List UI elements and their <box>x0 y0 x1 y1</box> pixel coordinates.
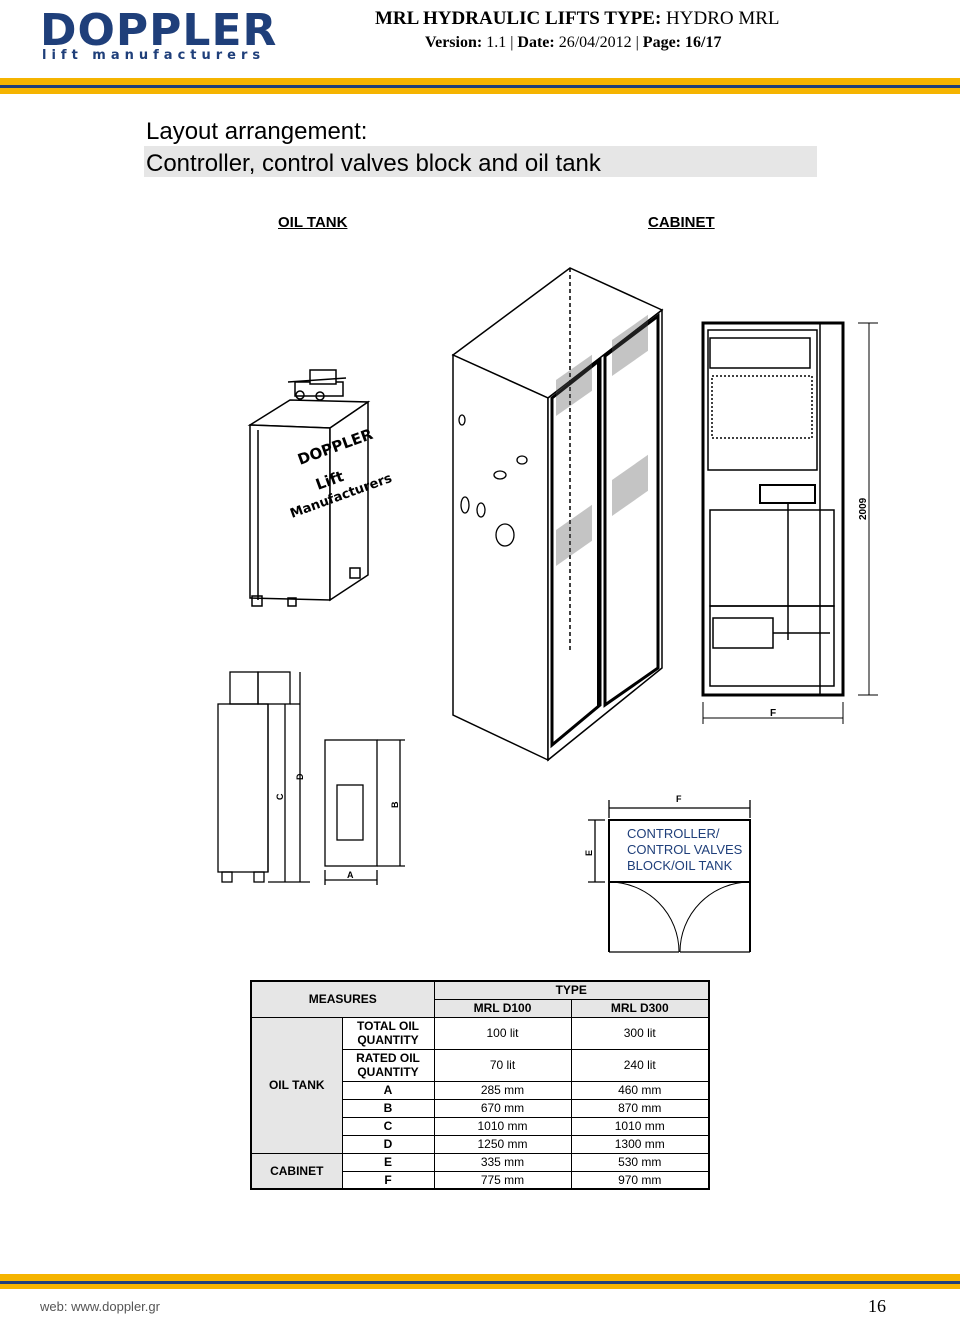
cell-d300: 970 mm <box>570 1170 710 1190</box>
document-title: MRL HYDRAULIC LIFTS TYPE: HYDRO MRL <box>375 8 780 30</box>
logo: DOPPLER <box>40 6 277 56</box>
row-label: F <box>341 1170 435 1190</box>
cell-d300: 300 lit <box>570 1016 710 1050</box>
measures-table: MEASURES TYPE MRL D100 MRL D300 OIL TANK… <box>250 980 710 1190</box>
cell-d100: 670 mm <box>433 1098 572 1118</box>
cell-d300: 530 mm <box>570 1152 710 1172</box>
cell-d300: 1010 mm <box>570 1116 710 1136</box>
row-label: D <box>341 1134 435 1154</box>
title-highlight <box>144 146 817 177</box>
doc-title-value: HYDRO MRL <box>666 8 780 29</box>
row-label: E <box>341 1152 435 1172</box>
table-row: RATED OIL QUANTITY 70 lit 240 lit <box>251 1048 710 1082</box>
dim-f-label-front: F <box>770 708 776 719</box>
cabinet-height-label: 2009 <box>858 497 869 520</box>
table-row: CABINET E 335 mm 530 mm <box>250 1152 710 1190</box>
doc-title-label: MRL HYDRAULIC LIFTS TYPE: <box>375 8 662 29</box>
page-number: 16 <box>868 1296 886 1316</box>
cell-d100: 70 lit <box>433 1048 572 1082</box>
logo-text: DOPPLER <box>40 5 278 56</box>
dim-c-label: C <box>275 793 285 800</box>
cabinet-grilles <box>556 314 648 566</box>
col-header-d100: MRL D100 <box>433 998 572 1018</box>
row-label: C <box>341 1116 435 1136</box>
dim-f-label-plan: F <box>676 794 682 804</box>
table-row: A 285 mm 460 mm <box>251 1080 710 1100</box>
footer-website: web: www.doppler.gr <box>40 1299 160 1314</box>
plan-label-line3: BLOCK/OIL TANK <box>627 858 733 873</box>
row-label: B <box>341 1098 435 1118</box>
header-band-yellow <box>0 78 960 85</box>
group-cabinet: CABINET <box>250 1152 343 1190</box>
plan-label-line1: CONTROLLER/ <box>627 826 720 841</box>
version-value: 1.1 <box>486 34 507 51</box>
measures-header: MEASURES <box>250 980 435 1018</box>
date-label: Date: <box>517 34 555 51</box>
cabinet-caption: CABINET <box>648 214 715 231</box>
cell-d100: 335 mm <box>433 1152 572 1172</box>
table-row: D 1250 mm 1300 mm <box>251 1134 710 1154</box>
document-meta: Version: 1.1 | Date: 26/04/2012 | Page: … <box>425 34 722 51</box>
cell-d100: 1250 mm <box>433 1134 572 1154</box>
cabinet-dim-height <box>858 322 878 696</box>
row-label: TOTAL OIL QUANTITY <box>341 1016 435 1050</box>
footer-band-yellow <box>0 1274 960 1281</box>
oil-tank-front-view <box>324 739 405 885</box>
version-label: Version: <box>425 34 483 51</box>
dim-d-label: D <box>295 773 305 780</box>
oil-tank-side-view <box>217 671 310 883</box>
cabinet-holes <box>458 414 528 547</box>
cabinet-dim-width <box>702 702 844 724</box>
cell-d100: 1010 mm <box>433 1116 572 1136</box>
logo-subtitle: lift manufacturers <box>42 48 266 63</box>
footer-band-yellow-2 <box>0 1284 960 1289</box>
cell-d300: 1300 mm <box>570 1134 710 1154</box>
technical-drawings: DOPPLER Lift Manufacturers <box>217 267 878 953</box>
cell-d300: 460 mm <box>570 1080 710 1100</box>
cell-d300: 870 mm <box>570 1098 710 1118</box>
header-band-blue <box>0 85 960 88</box>
group-oil-tank: OIL TANK <box>250 1016 343 1154</box>
row-label: RATED OIL QUANTITY <box>341 1048 435 1082</box>
col-header-d300: MRL D300 <box>570 998 710 1018</box>
dim-e-label: E <box>584 850 594 856</box>
table-row: F 775 mm 970 mm <box>251 1170 710 1190</box>
section-title: Layout arrangement: <box>146 118 368 145</box>
cabinet-plan-view <box>588 800 751 953</box>
table-row: OIL TANK TOTAL OIL QUANTITY 100 lit 300 … <box>250 1016 710 1154</box>
section-subtitle: Controller, control valves block and oil… <box>146 150 601 177</box>
cell-d300: 240 lit <box>570 1048 710 1082</box>
header-band-yellow-2 <box>0 88 960 94</box>
date-value: 26/04/2012 <box>558 34 632 51</box>
type-header: TYPE <box>433 980 710 1000</box>
cell-d100: 775 mm <box>433 1170 572 1190</box>
dim-b-label: B <box>390 801 400 808</box>
cell-d100: 285 mm <box>433 1080 572 1100</box>
row-label: A <box>341 1080 435 1100</box>
oil-tank-caption: OIL TANK <box>278 214 348 231</box>
cabinet-front-view <box>701 321 845 697</box>
plan-label-line2: CONTROL VALVES <box>627 842 743 857</box>
cell-d100: 100 lit <box>433 1016 572 1050</box>
page-value: 16/17 <box>685 34 722 51</box>
footer-band-blue <box>0 1281 960 1284</box>
page-label: Page: <box>642 34 681 51</box>
dim-a-label: A <box>347 870 354 880</box>
oil-tank-isometric <box>247 369 371 607</box>
